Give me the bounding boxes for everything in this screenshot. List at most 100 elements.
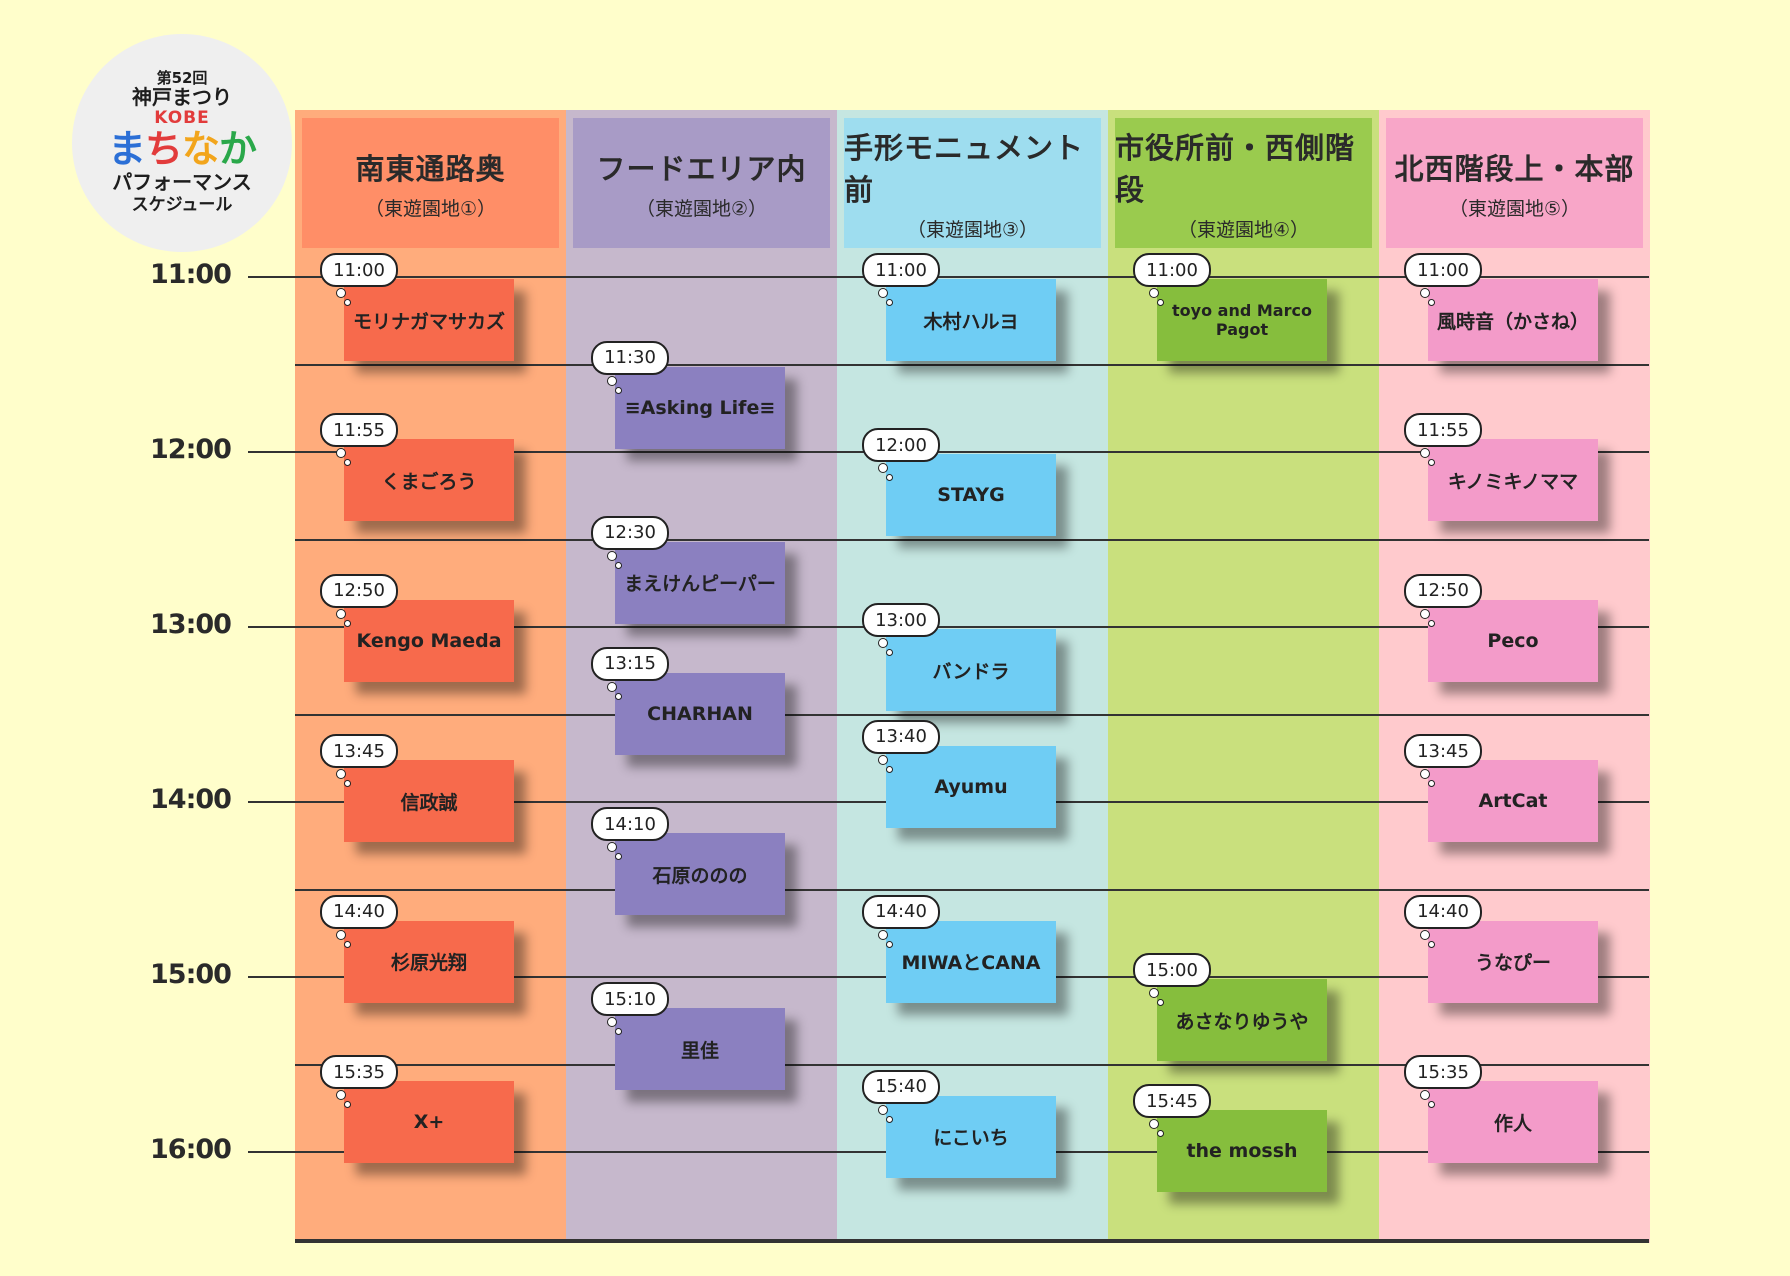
start-time: 14:40 — [333, 901, 385, 923]
start-time-bubble: 11:00 — [320, 253, 398, 306]
bubble-tail-dot — [1420, 448, 1430, 459]
performance-card[interactable]: the mossh — [1157, 1110, 1327, 1193]
performer-name: 信政誠 — [400, 791, 458, 814]
performance-card[interactable]: Peco — [1428, 599, 1598, 682]
start-time-bubble: 13:45 — [320, 734, 398, 788]
bubble-tail-dot — [886, 1115, 893, 1123]
performance-card[interactable]: CHARHAN — [615, 672, 785, 755]
bubble-tail-dot — [1420, 288, 1430, 298]
performance-card[interactable]: うなぴー — [1428, 920, 1598, 1003]
bubble-tail-dot — [1420, 769, 1430, 780]
performance-card[interactable]: ≡Asking Life≡ — [615, 366, 785, 449]
stage-header: 市役所前・西側階段（東遊園地④） — [1115, 118, 1372, 248]
performance-card[interactable]: にこいち — [886, 1095, 1056, 1178]
bubble-tail-dot — [336, 929, 346, 940]
bubble-tail-dot — [886, 649, 893, 656]
hour-label: 12:00 — [150, 434, 232, 465]
hour-gridline — [248, 276, 1649, 278]
start-time-bubble: 15:35 — [1404, 1055, 1482, 1109]
performance-card[interactable]: 木村ハルヨ — [886, 279, 1056, 361]
performance-card[interactable]: くまごろう — [344, 439, 514, 522]
bubble-tail-dot — [615, 561, 622, 569]
performer-name: まえけんピーパー — [624, 573, 776, 595]
bubble-tail-dot — [607, 842, 617, 853]
bubble-tail-dot — [344, 299, 351, 306]
bubble-tail-dot — [886, 940, 893, 948]
start-time: 15:35 — [1417, 1061, 1469, 1083]
performer-name: バンドラ — [932, 660, 1010, 683]
start-time-bubble: 11:55 — [320, 413, 398, 467]
start-time-bubble: 12:00 — [862, 428, 940, 481]
performance-card[interactable]: 作人 — [1428, 1081, 1598, 1164]
performer-name: Peco — [1487, 629, 1539, 652]
stage-name: 手形モニュメント前 — [844, 130, 1085, 207]
bubble-tail-dot — [1428, 1101, 1435, 1109]
start-time-bubble: 11:30 — [591, 340, 669, 394]
start-time-bubble: 14:10 — [591, 807, 669, 861]
performance-card[interactable]: MIWAとCANA — [886, 920, 1056, 1003]
performance-card[interactable]: X+ — [344, 1081, 514, 1164]
performance-card[interactable]: ArtCat — [1428, 760, 1598, 843]
start-time: 11:55 — [333, 419, 385, 441]
bubble-tail-dot — [1157, 1130, 1164, 1138]
start-time-bubble: 11:00 — [1404, 253, 1482, 306]
start-time: 11:00 — [1417, 259, 1469, 281]
performer-name: Kengo Maeda — [356, 629, 502, 652]
logo-machinaka: まちなか — [107, 126, 257, 171]
half-hour-gridline — [295, 1238, 1649, 1241]
performance-card[interactable]: 風時音（かさね） — [1428, 279, 1598, 361]
start-time: 11:30 — [604, 347, 656, 368]
performer-name: モリナガマサカズ — [352, 310, 505, 333]
performance-card[interactable]: モリナガマサカズ — [344, 279, 514, 361]
performance-card[interactable]: あさなりゆうや — [1157, 979, 1327, 1061]
performer-name: Ayumu — [934, 775, 1008, 798]
stage-name: フードエリア内 — [596, 151, 807, 186]
bubble-tail-dot — [1428, 459, 1435, 467]
start-time: 15:00 — [1146, 959, 1198, 981]
start-time: 12:30 — [604, 522, 656, 543]
start-time: 11:00 — [333, 259, 385, 281]
performance-card[interactable]: 信政誠 — [344, 760, 514, 843]
stage-location: （東遊園地③） — [906, 218, 1039, 241]
performance-card[interactable]: キノミキノママ — [1428, 439, 1598, 522]
start-time: 15:45 — [1146, 1090, 1198, 1112]
bubble-tail-dot — [344, 1101, 351, 1109]
performance-card[interactable]: Ayumu — [886, 745, 1056, 828]
performance-card[interactable]: 里佳 — [615, 1008, 785, 1091]
half-hour-gridline — [295, 538, 1649, 541]
start-time: 11:00 — [875, 259, 927, 281]
performance-card[interactable]: toyo and Marco Pagot — [1157, 279, 1327, 361]
bubble-tail-dot — [615, 692, 622, 700]
performance-card[interactable]: バンドラ — [886, 629, 1056, 711]
start-time-bubble: 12:50 — [1404, 573, 1482, 627]
bubble-tail-dot — [615, 853, 622, 861]
performance-card[interactable]: Kengo Maeda — [344, 599, 514, 682]
performer-name: CHARHAN — [647, 702, 753, 725]
bubble-tail-dot — [607, 550, 617, 561]
stage-header: 北西階段上・本部（東遊園地⑤） — [1386, 118, 1643, 248]
performance-card[interactable]: 石原ののの — [615, 833, 785, 916]
start-time-bubble: 13:15 — [591, 646, 669, 700]
performer-name: 石原ののの — [652, 864, 748, 887]
logo-kobe: KOBE — [154, 108, 210, 129]
bubble-tail-dot — [878, 463, 888, 473]
performance-card[interactable]: まえけんピーパー — [615, 541, 785, 624]
start-time-bubble: 12:30 — [591, 515, 669, 569]
start-time-bubble: 15:10 — [591, 982, 669, 1036]
bubble-tail-dot — [344, 459, 351, 467]
performer-name: the mossh — [1186, 1140, 1298, 1163]
stage-header: フードエリア内（東遊園地②） — [573, 118, 830, 248]
bubble-tail-dot — [336, 769, 346, 780]
performance-card[interactable]: STAYG — [886, 454, 1056, 536]
bubble-tail-dot — [336, 1090, 346, 1101]
bubble-tail-dot — [1157, 999, 1164, 1006]
bubble-tail-dot — [1428, 940, 1435, 948]
bubble-tail-dot — [1149, 288, 1159, 298]
start-time: 15:35 — [333, 1061, 385, 1083]
bubble-tail-dot — [886, 765, 893, 773]
logo-schedule: スケジュール — [131, 194, 233, 215]
performance-card[interactable]: 杉原光翔 — [344, 920, 514, 1003]
start-time: 13:00 — [875, 609, 927, 631]
stage-header: 手形モニュメント前 （東遊園地③） — [844, 118, 1101, 248]
performer-name: くまごろう — [381, 470, 477, 493]
